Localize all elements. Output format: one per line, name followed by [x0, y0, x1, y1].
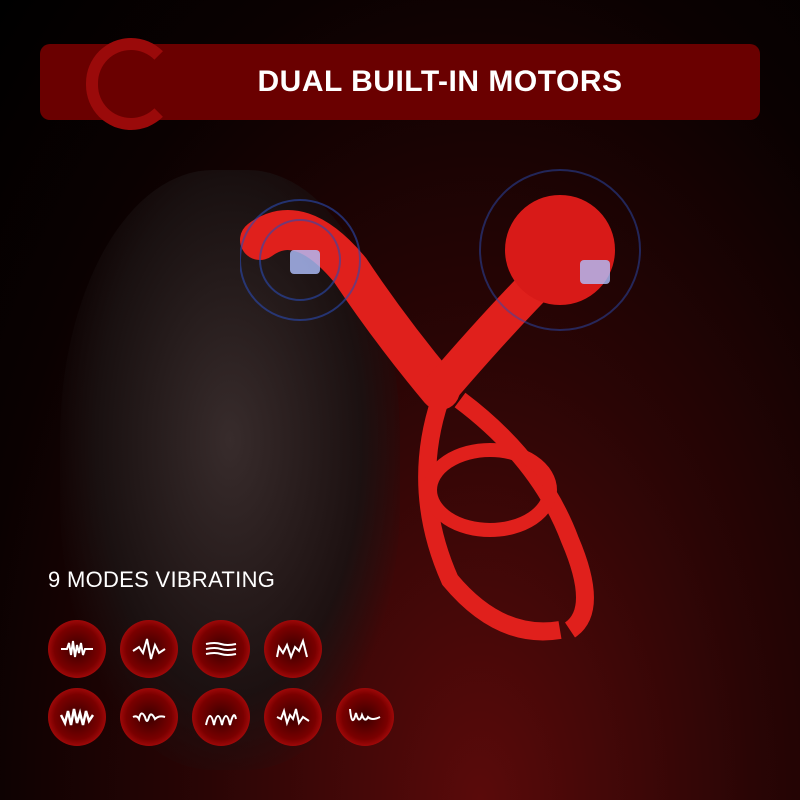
waveform-pulse-icon [59, 708, 95, 727]
mode-1-button[interactable] [48, 620, 106, 678]
mode-3-button[interactable] [192, 620, 250, 678]
mode-5-button[interactable] [48, 688, 106, 746]
product-illustration [240, 169, 641, 641]
waveform-step-icon [276, 637, 308, 660]
motor-icon-1 [290, 250, 320, 274]
mode-6-button[interactable] [120, 688, 178, 746]
mode-9-button[interactable] [336, 688, 394, 746]
waveform-decay-icon [349, 708, 381, 721]
mode-7-button[interactable] [192, 688, 250, 746]
waveform-sine-icon [205, 714, 237, 726]
banner-title: DUAL BUILT-IN MOTORS [257, 65, 623, 98]
mode-8-button[interactable] [264, 688, 322, 746]
waveform-wave-icon [132, 712, 166, 723]
waveform-dense-icon [61, 640, 93, 658]
motor-icon-2 [580, 260, 610, 284]
waveform-flat-lines-icon [205, 642, 237, 656]
waveform-spike-icon [132, 638, 166, 660]
waveform-burst-icon [276, 707, 310, 727]
mode-4-button[interactable] [264, 620, 322, 678]
modes-label: 9 MODES VIBRATING [48, 567, 276, 592]
mode-2-button[interactable] [120, 620, 178, 678]
